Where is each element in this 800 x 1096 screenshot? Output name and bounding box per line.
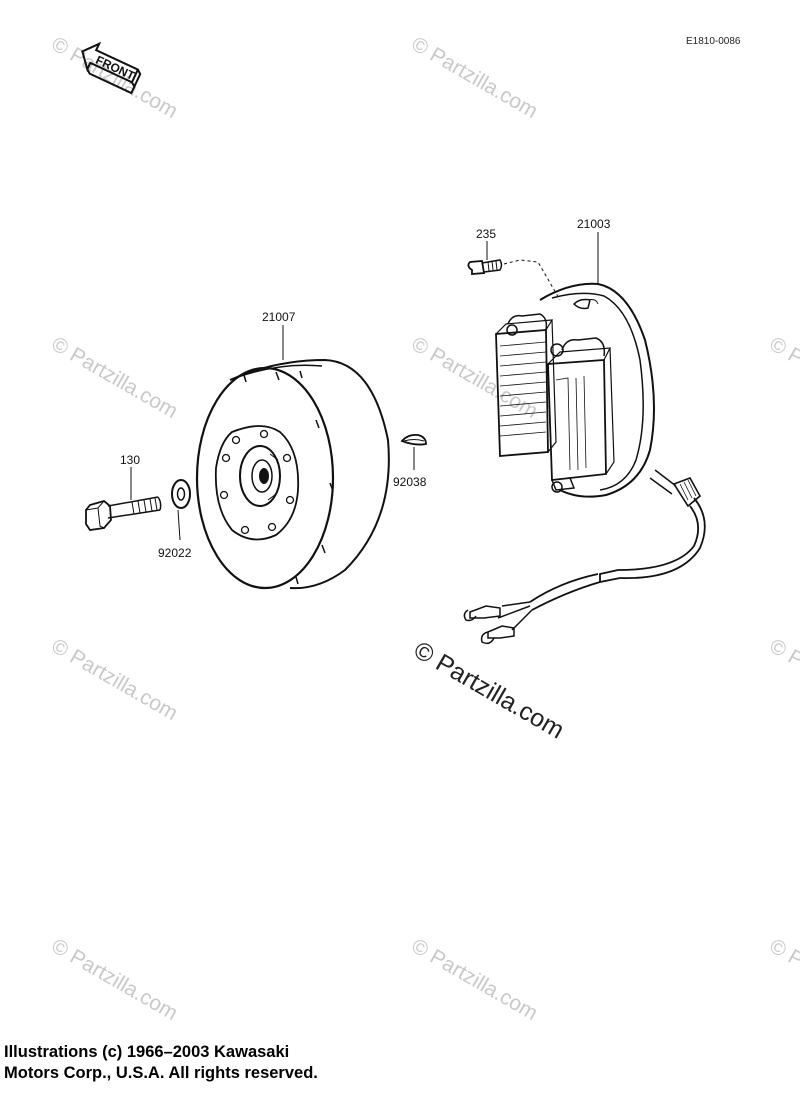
copyright-line-2: Motors Corp., U.S.A. All rights reserved…: [4, 1064, 318, 1082]
watermark-text: © Partzilla.com: [48, 934, 182, 1025]
copyright-line-1: Illustrations (c) 1966–2003 Kawasaki: [4, 1043, 290, 1061]
watermark-text: © Partzilla.com: [408, 32, 542, 123]
part-number-washer: 92022: [158, 546, 192, 560]
leader-line: [177, 509, 181, 541]
stator-21003-illustration: [463, 282, 706, 645]
watermark-text: © Partzilla.com: [48, 332, 182, 423]
part-number-flywheel: 21007: [262, 310, 296, 324]
watermark-text: © Partzilla.com: [48, 32, 182, 123]
background-watermarks: © Partzilla.com © Partzilla.com © Partzi…: [48, 32, 800, 1025]
watermark-text: © Partzilla.com: [408, 332, 542, 423]
diagram-reference-code: E1810-0086: [686, 36, 741, 47]
watermark-text: © Partzilla.com: [766, 934, 800, 1025]
screw-235-illustration: [467, 259, 561, 301]
watermark-text: © Partzilla.com: [48, 634, 182, 725]
copyright-notice: Illustrations (c) 1966–2003 Kawasaki Mot…: [4, 1042, 424, 1084]
part-number-bolt: 130: [120, 453, 140, 467]
part-number-screw: 235: [476, 227, 496, 241]
part-number-woodruff-key: 92038: [393, 475, 427, 489]
watermark-text: © Partzilla.com: [766, 332, 800, 423]
part-number-stator: 21003: [577, 217, 611, 231]
woodruff-key-92038-illustration: [400, 433, 427, 446]
bolt-130-illustration: [85, 496, 162, 531]
flywheel-21007-illustration: [195, 358, 390, 590]
washer-92022-illustration: [171, 479, 191, 509]
watermark-text: © Partzilla.com: [766, 634, 800, 725]
center-watermark: © Partzilla.com: [409, 636, 569, 744]
watermark-text: © Partzilla.com: [408, 934, 542, 1025]
